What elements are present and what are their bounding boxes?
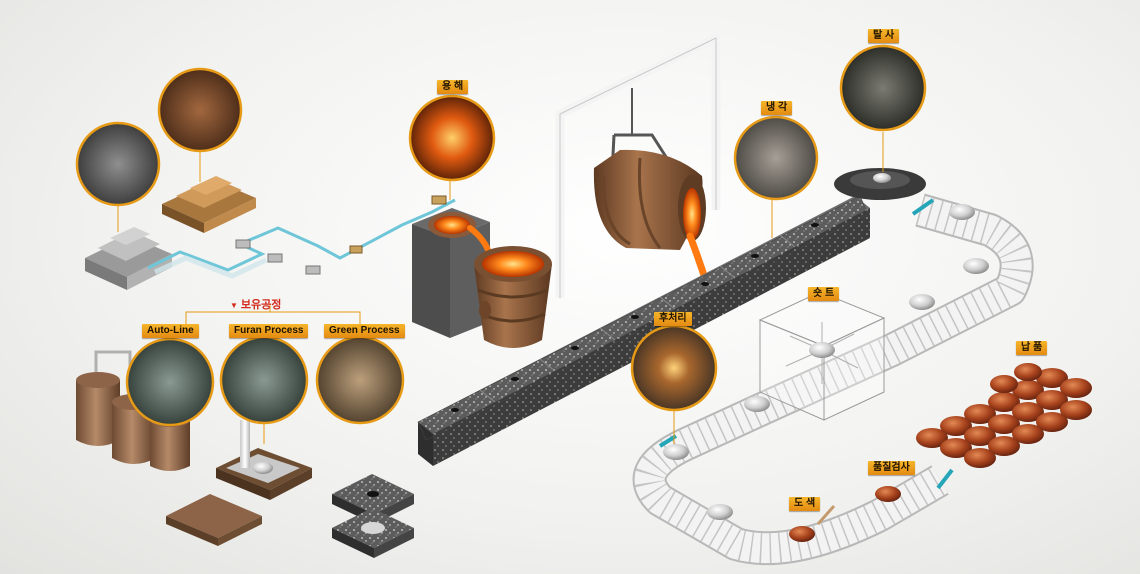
delivery-products	[916, 363, 1092, 468]
cooling-label: 냉 각	[761, 101, 793, 115]
material-bucket	[305, 265, 321, 275]
pouring-ladle	[593, 149, 712, 292]
casting-part	[963, 258, 989, 274]
raw-material-area	[75, 67, 256, 290]
owned-processes-heading: 보유공정	[240, 299, 282, 311]
post-processing-photo	[630, 324, 718, 412]
conveyor-castings	[663, 204, 989, 542]
pig-iron-stack	[162, 176, 256, 233]
casting-conveyor	[632, 193, 1034, 566]
owned-processes-bracket	[185, 304, 361, 322]
shakeout-photo	[839, 44, 927, 132]
post-processing-label: 후처리	[654, 312, 692, 326]
scrap-metal-photo	[75, 121, 161, 207]
painting-label: 도 색	[789, 497, 821, 511]
sand-mold-halves	[332, 474, 414, 558]
casting-part	[744, 396, 770, 412]
material-bucket	[431, 195, 447, 205]
casting-part	[663, 444, 689, 460]
melting-photo	[408, 94, 496, 182]
material-bucket	[235, 239, 251, 249]
auto-line-photo	[125, 337, 215, 427]
inspection-label: 품질검사	[868, 461, 915, 475]
shot-blast-chamber	[758, 291, 886, 421]
cooling-photo	[733, 115, 819, 201]
pouring-crane	[555, 33, 721, 298]
delivery-label: 납 품	[1016, 341, 1048, 355]
steel-ingot-stack	[85, 227, 172, 290]
furan-process-photo	[219, 335, 309, 425]
material-conveyor	[147, 195, 456, 279]
casting-part	[909, 294, 935, 310]
material-bucket	[349, 245, 363, 254]
shakeout-pile	[834, 168, 926, 200]
casting-part	[949, 204, 975, 220]
painted-part	[875, 486, 901, 502]
auto-line-label: Auto-Line	[142, 324, 199, 338]
casting-part	[707, 504, 733, 520]
molten-ladle	[474, 246, 552, 348]
painted-part	[789, 526, 815, 542]
empty-flask	[166, 494, 262, 546]
green-process-photo	[315, 335, 405, 425]
triangle-down-icon: ▼	[230, 301, 238, 310]
melting-label: 용 해	[437, 80, 469, 94]
shakeout-label: 탈 사	[868, 29, 900, 43]
shot-label: 숏 트	[808, 287, 840, 301]
molding-flask	[216, 420, 312, 500]
furan-process-label: Furan Process	[229, 324, 309, 338]
pig-iron-photo	[157, 67, 243, 153]
material-bucket	[267, 253, 283, 263]
green-process-label: Green Process	[324, 324, 405, 338]
owned-processes-title: ▼보유공정	[230, 296, 281, 312]
